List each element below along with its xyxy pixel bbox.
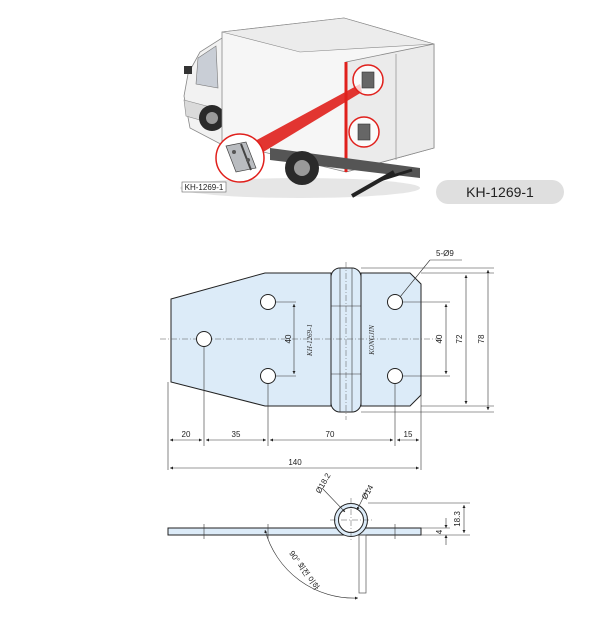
- dim-140: 140: [288, 458, 302, 467]
- hinge-closeup-icon: [225, 141, 257, 173]
- dim-total-height: 18.3: [453, 511, 462, 527]
- dim-35: 35: [232, 430, 241, 439]
- dim-70: 70: [326, 430, 335, 439]
- hinge-top-view: KH-1269-1 KONGJIN 40 40 72 78 5-Ø9 20: [160, 249, 494, 470]
- dim-outer-diameter: Ø18.2: [314, 471, 333, 495]
- mount-hole-1: [196, 331, 212, 347]
- dim-40-right: 40: [435, 334, 444, 343]
- hinge-icon-lower: [357, 123, 371, 141]
- hinge-icon-upper: [361, 71, 375, 89]
- dim-15: 15: [404, 430, 413, 439]
- title-pill: [436, 180, 564, 204]
- mount-hole-4: [387, 294, 403, 310]
- mirror-icon: [184, 66, 192, 74]
- dim-78: 78: [477, 334, 486, 343]
- dim-72: 72: [455, 334, 464, 343]
- hinge-side-view: 90° 회전 이하 Ø18.2 Ø14 18.3 4: [167, 471, 470, 600]
- stamp-brand: KONGJIN: [368, 325, 376, 356]
- rotation-angle-note: 90° 회전 이하: [287, 549, 322, 593]
- truck-illustration: KH-1269-1: [180, 17, 435, 198]
- dim-pin-diameter: Ø14: [360, 483, 376, 501]
- mount-hole-3: [260, 368, 276, 384]
- mount-hole-2: [260, 294, 276, 310]
- dim-20: 20: [182, 430, 191, 439]
- dim-plate-thickness: 4: [435, 529, 444, 534]
- dim-40-left: 40: [284, 334, 293, 343]
- mount-hole-5: [387, 368, 403, 384]
- inset-part-tag: KH-1269-1: [185, 183, 224, 192]
- stamp-part-number: KH-1269-1: [306, 324, 314, 357]
- product-title: KH-1269-1: [466, 184, 534, 200]
- dim-hole-callout: 5-Ø9: [436, 249, 454, 258]
